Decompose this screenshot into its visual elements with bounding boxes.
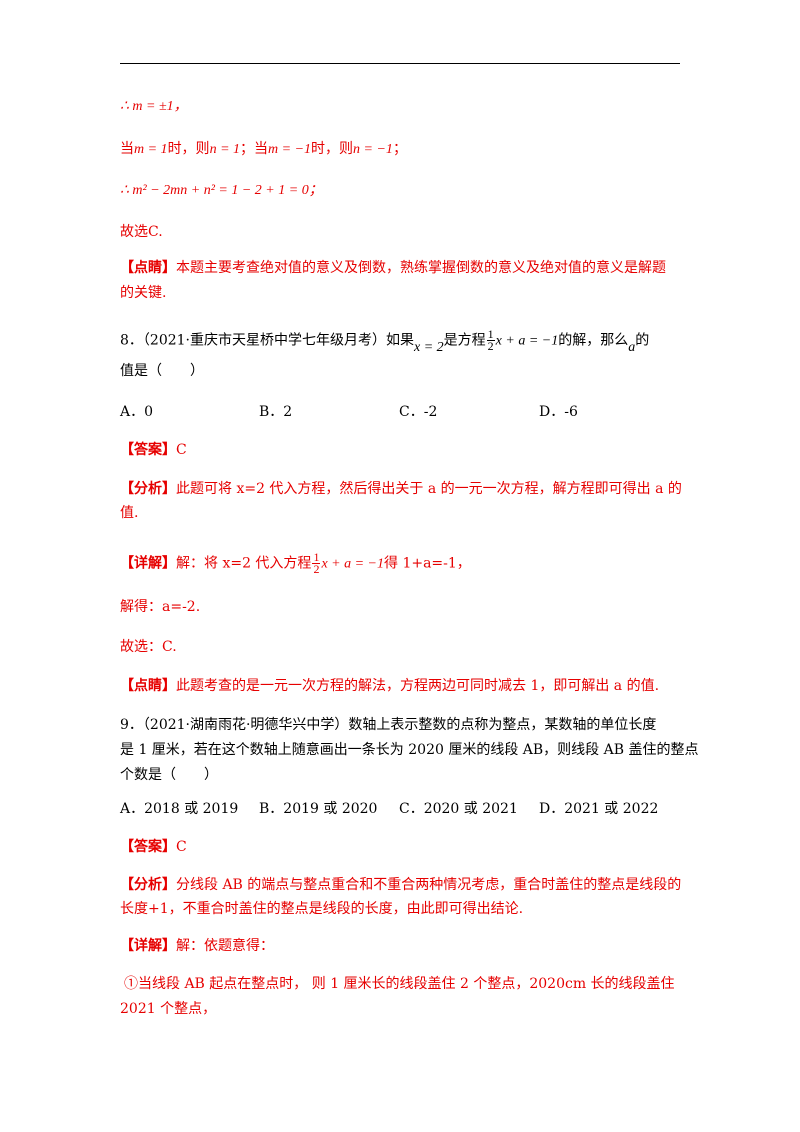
q8-x-eq: x = 2 bbox=[414, 339, 444, 355]
cases-m-neg1: m = −1 bbox=[268, 142, 312, 157]
q8-pre: 8．（2021·重庆市天星桥中学七年级月考）如果 bbox=[120, 332, 414, 349]
q8-analysis-text1: 此题可将 x=2 代入方程，然后得出关于 a 的一元一次方程，解方程即可得出 a… bbox=[176, 481, 682, 497]
q8-stem-line2: 值是（ ） bbox=[120, 363, 204, 379]
q8-post2: 的 bbox=[635, 332, 650, 349]
q8-var-a: a bbox=[628, 339, 636, 355]
q8-detail-frac-num: 1 bbox=[312, 550, 321, 564]
q8-answer-value: C bbox=[176, 442, 187, 458]
q8-frac-num: 1 bbox=[486, 327, 495, 341]
q9-answer-value: C bbox=[176, 839, 187, 855]
q8-detail-pre: 解：将 x=2 代入方程 bbox=[176, 555, 312, 572]
q8-solve: 解得：a=-2. bbox=[120, 599, 201, 615]
step-expr-line: ∴ m² − 2mn + n² = 1 − 2 + 1 = 0； bbox=[120, 180, 323, 201]
cases-text-4: 时，则 bbox=[311, 141, 354, 157]
q9-analysis-text1: 分线段 AB 的端点与整点重合和不重合两种情况考虑，重合时盖住的整点是线段的 bbox=[176, 877, 682, 893]
q9-option-b[interactable]: B．2019 或 2020 bbox=[259, 801, 378, 817]
step-cases-line: 当m = 1时，则n = 1；当m = −1时，则n = −1； bbox=[120, 139, 407, 160]
cases-text-5: ； bbox=[392, 141, 407, 157]
q8-comment-tag: 【点睛】 bbox=[120, 678, 176, 694]
q9-detail-text: 解：依题意得： bbox=[176, 938, 274, 954]
q7-comment-line1: 【点睛】本题主要考查绝对值的意义及倒数，熟练掌握倒数的意义及绝对值的意义是解题 bbox=[120, 258, 666, 278]
q8-analysis-line1: 【分析】此题可将 x=2 代入方程，然后得出关于 a 的一元一次方程，解方程即可… bbox=[120, 479, 682, 499]
q8-option-b[interactable]: B．2 bbox=[259, 404, 293, 420]
q8-answer-line: 【答案】C bbox=[120, 440, 187, 460]
q9-option-c[interactable]: C．2020 或 2021 bbox=[399, 801, 518, 817]
q8-option-d[interactable]: D．-6 bbox=[539, 404, 578, 420]
q9-analysis-tag: 【分析】 bbox=[120, 877, 176, 893]
q8-frac-den: 2 bbox=[487, 339, 494, 353]
q9-answer-tag: 【答案】 bbox=[120, 839, 176, 855]
q8-detail-eq: x + a = −1 bbox=[321, 556, 384, 572]
cases-m1: m = 1 bbox=[134, 142, 168, 157]
q8-option-c[interactable]: C．-2 bbox=[399, 404, 438, 420]
q7-comment-text1: 本题主要考查绝对值的意义及倒数，熟练掌握倒数的意义及绝对值的意义是解题 bbox=[176, 260, 666, 276]
q9-option-a[interactable]: A．2018 或 2019 bbox=[120, 801, 239, 817]
q8-detail-tag: 【详解】 bbox=[120, 555, 176, 572]
choose-c: 故选C. bbox=[120, 224, 163, 240]
q8-detail-frac-den: 2 bbox=[313, 562, 320, 576]
q8-eq-rest: x + a = −1 bbox=[495, 333, 559, 349]
step-m-line: ∴ m = ±1， bbox=[120, 96, 188, 117]
step-m: ∴ m = ±1， bbox=[120, 99, 188, 114]
q9-analysis-line1: 【分析】分线段 AB 的端点与整点重合和不重合两种情况考虑，重合时盖住的整点是线… bbox=[120, 875, 681, 895]
q8-detail-post: 得 1+a=-1， bbox=[384, 555, 471, 572]
cases-n1: n = 1 bbox=[209, 142, 241, 157]
q9-detail-line: 【详解】解：依题意得： bbox=[120, 936, 274, 956]
q8-comment-line: 【点睛】此题考查的是一元一次方程的解法，方程两边可同时减去 1，即可解出 a 的… bbox=[120, 676, 659, 696]
header-rule bbox=[120, 63, 680, 64]
q8-choose: 故选：C. bbox=[120, 639, 177, 655]
q8-analysis-line2: 值. bbox=[120, 505, 139, 521]
q8-mid: 是方程 bbox=[443, 332, 486, 349]
q7-comment-line2: 的关键. bbox=[120, 285, 167, 301]
q9-analysis-line2: 长度+1，不重合时盖住的整点是线段的长度，由此即可得出结论. bbox=[120, 901, 524, 917]
q8-comment-text: 此题考查的是一元一次方程的解法，方程两边可同时减去 1，即可解出 a 的值. bbox=[176, 678, 660, 694]
step-expr: ∴ m² − 2mn + n² = 1 − 2 + 1 = 0； bbox=[120, 183, 323, 198]
q8-analysis-tag: 【分析】 bbox=[120, 481, 176, 497]
q9-option-d[interactable]: D．2021 或 2022 bbox=[539, 801, 659, 817]
cases-text-1: 当 bbox=[120, 141, 134, 157]
q9-answer-line: 【答案】C bbox=[120, 837, 187, 857]
q9-stem-line3: 个数是（ ） bbox=[120, 767, 218, 783]
cases-text-2: 时，则 bbox=[167, 141, 210, 157]
q9-stem-line1: 9．（2021·湖南雨花·明德华兴中学）数轴上表示整数的点称为整点，某数轴的单位… bbox=[120, 717, 657, 733]
q9-detail-tag: 【详解】 bbox=[120, 938, 176, 954]
q9-case1-line2: 2021 个整点， bbox=[120, 1001, 217, 1017]
cases-n-neg1: n = −1 bbox=[353, 142, 393, 157]
q8-answer-tag: 【答案】 bbox=[120, 442, 176, 458]
q9-case1-line1: ①当线段 AB 起点在整点时， 则 1 厘米长的线段盖住 2 个整点，2020c… bbox=[124, 976, 675, 992]
q8-post: 的解，那么 bbox=[558, 332, 629, 349]
q7-comment-tag: 【点睛】 bbox=[120, 260, 176, 276]
q8-option-a[interactable]: A．0 bbox=[120, 404, 154, 420]
q9-stem-line2: 是 1 厘米，若在这个数轴上随意画出一条长为 2020 厘米的线段 AB，则线段… bbox=[120, 742, 699, 758]
cases-text-3: ；当 bbox=[240, 141, 269, 157]
